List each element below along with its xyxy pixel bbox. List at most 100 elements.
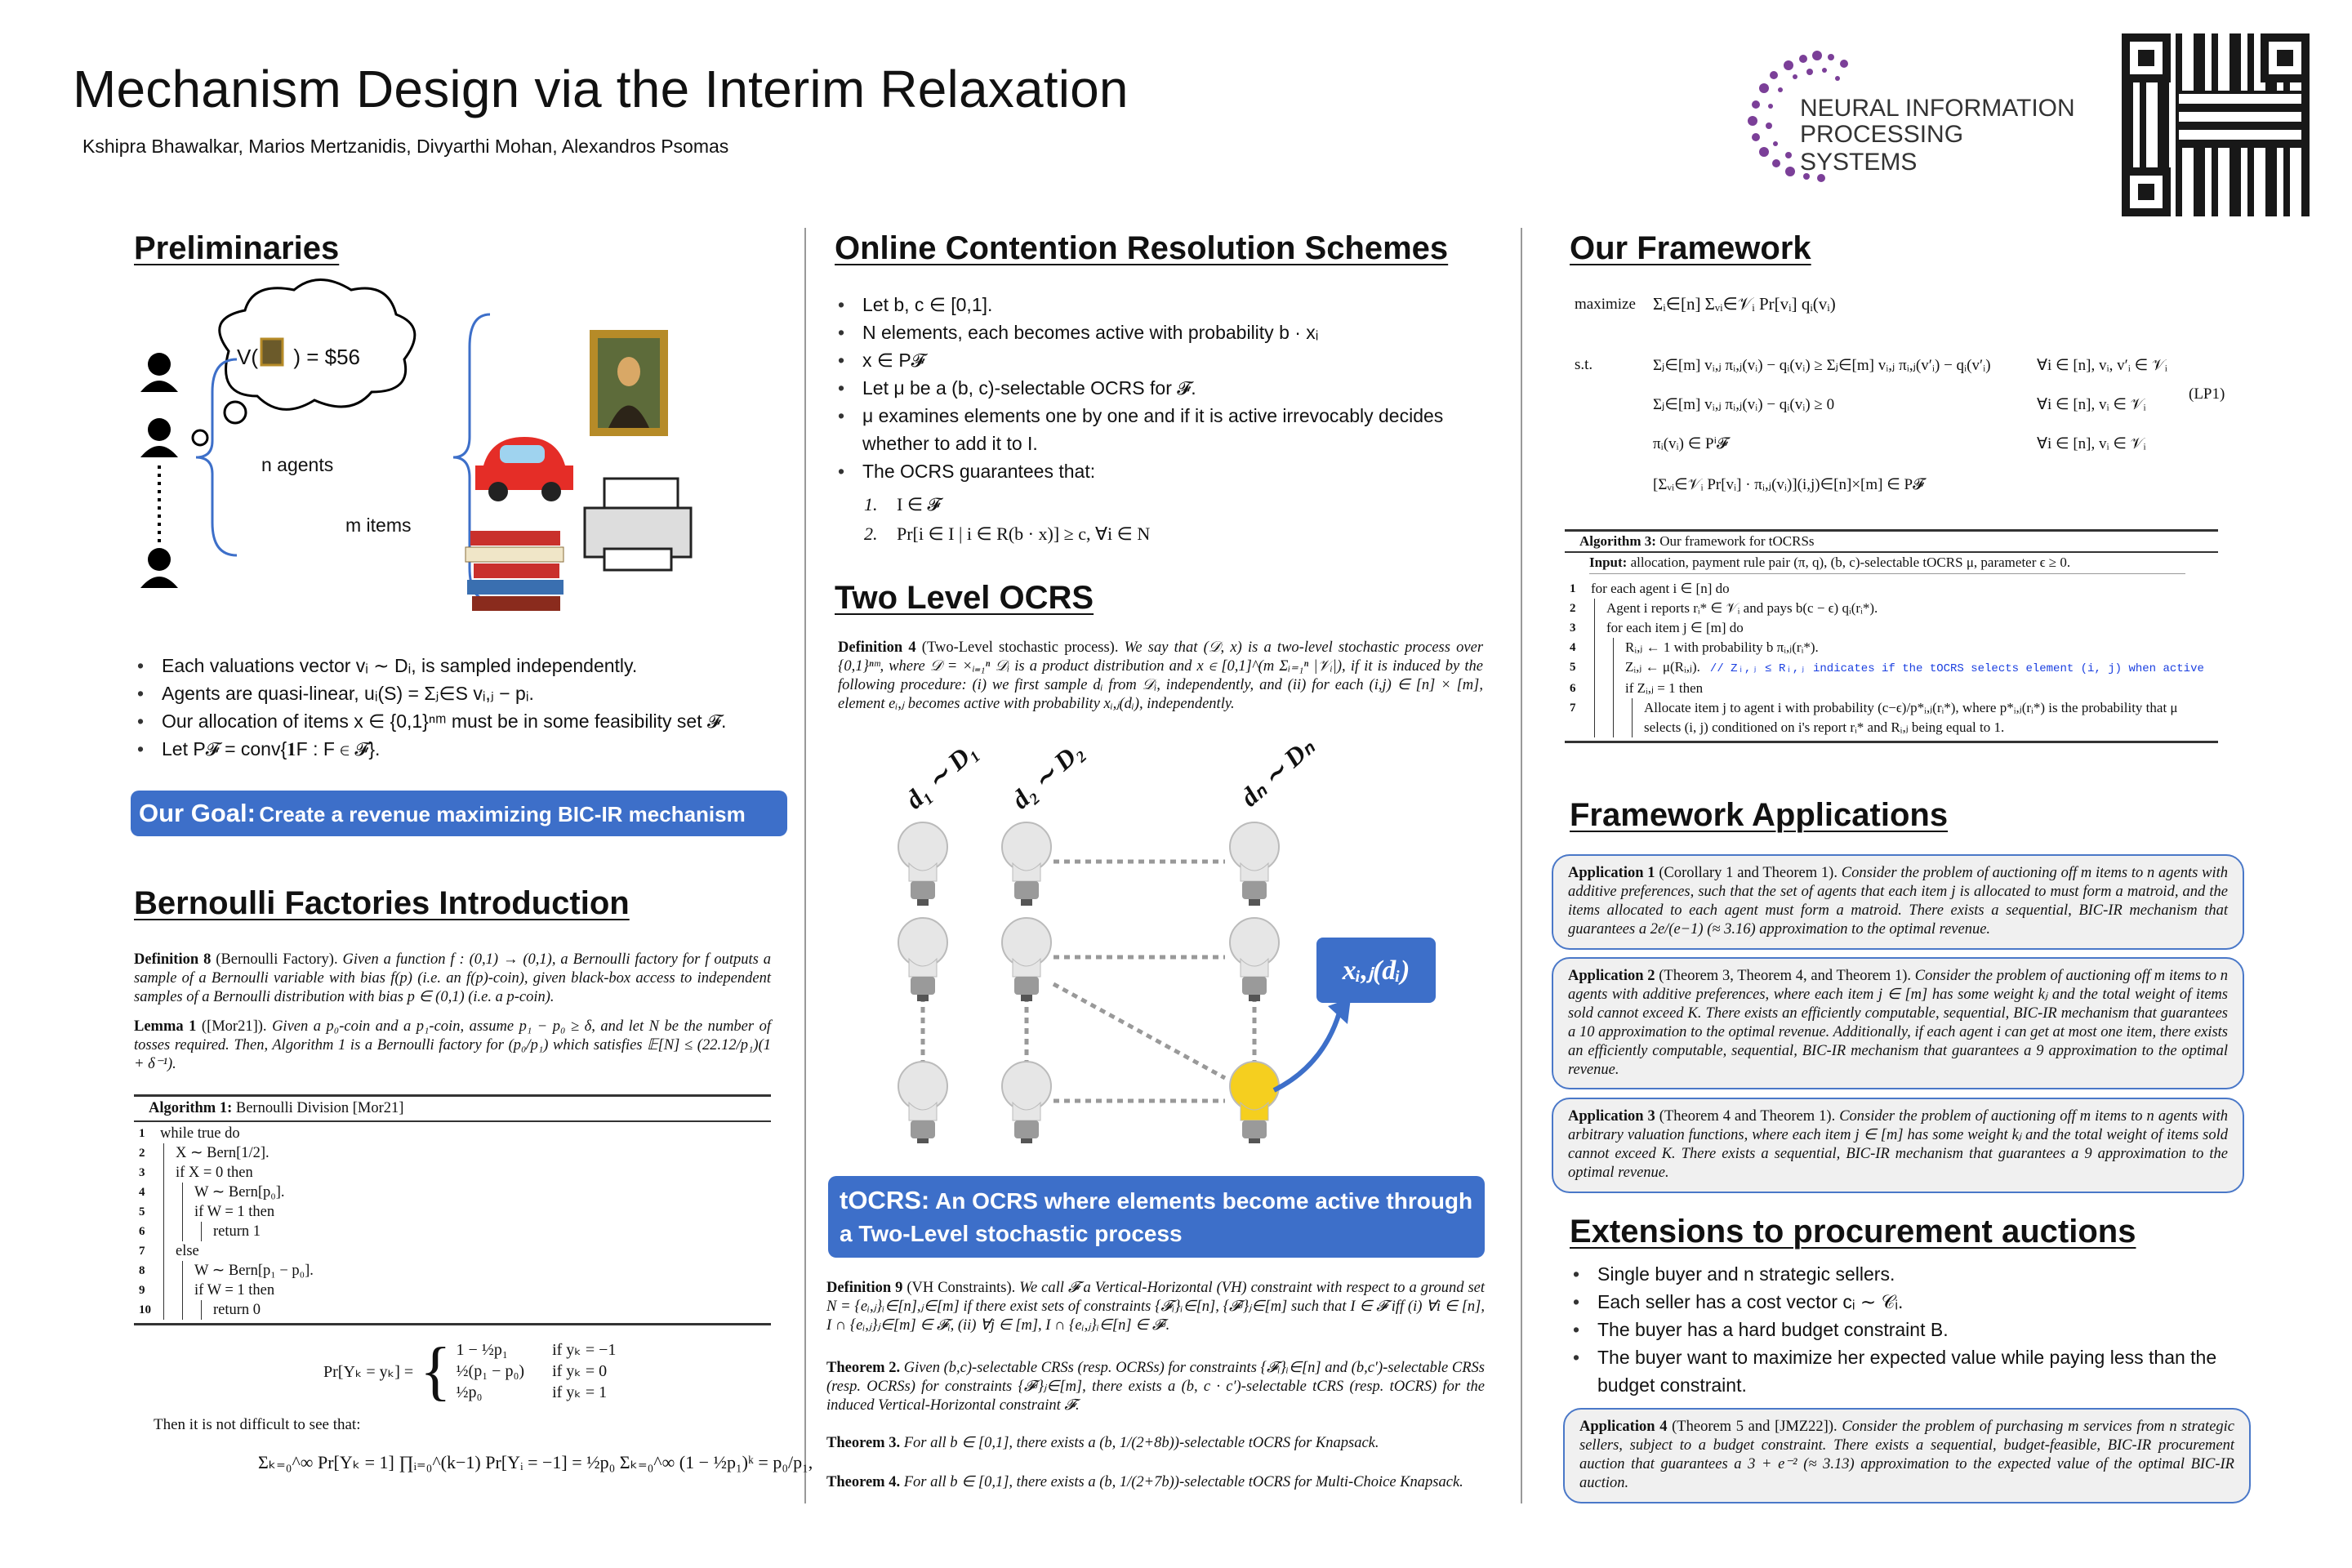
heading-two-level: Two Level OCRS [835, 580, 1094, 616]
def-label: Definition 9 [826, 1280, 903, 1296]
line-text: Rᵢ,ⱼ ← 1 with probability b πᵢ,ⱼ(rᵢ*). [1625, 639, 1819, 655]
algo-line: 1 while true do [134, 1124, 771, 1143]
app-label: Application 1 [1568, 865, 1655, 881]
bullet: Our allocation of items x ∈ {0,1}ⁿᵐ must… [134, 707, 787, 735]
item-number: 1. [864, 494, 878, 514]
bullet: Agents are quasi-linear, uᵢ(S) = Σⱼ∈S vᵢ… [134, 679, 787, 707]
dotted-connector [1052, 982, 1227, 1080]
tocrs-banner: tOCRS: An OCRS where elements become act… [828, 1176, 1485, 1258]
line-text: if W = 1 then [194, 1282, 275, 1298]
line-text: W ∼ Bern[p₁ − p₀]. [194, 1263, 314, 1279]
lightbulb-icon [1001, 822, 1052, 906]
lp-constraint: Σⱼ∈[m] vᵢ,ⱼ πᵢ,ⱼ(vᵢ) − qᵢ(vᵢ) ≥ 0 [1653, 396, 1835, 413]
algo-header: Algorithm 1: Bernoulli Division [Mor21] [134, 1097, 771, 1122]
thm-text: For all b ∈ [0,1], there exists a (b, 1/… [903, 1474, 1463, 1490]
logo-text-1: NEURAL INFORMATION [1800, 95, 2075, 122]
lp-condition: ∀i ∈ [n], vᵢ ∈ 𝒱ᵢ [2037, 435, 2146, 452]
app-refs: (Corollary 1 and Theorem 1). [1659, 865, 1838, 881]
algo-input: Input: allocation, payment rule pair (π,… [1589, 555, 2185, 574]
bullet: Let b, c ∈ [0,1]. [835, 291, 1488, 318]
extensions-bullets: Single buyer and n strategic sellers. Ea… [1570, 1260, 2223, 1399]
def-name: (Two-Level stochastic process). [921, 639, 1119, 656]
theorem-2: Theorem 2. Given (b,c)-selectable CRSs (… [826, 1359, 1485, 1415]
heading-applications: Framework Applications [1570, 797, 1949, 833]
pr-lhs: Pr[Yₖ = yₖ] = [323, 1362, 414, 1381]
guarantee: Pr[i ∈ I | i ∈ R(b · x)] ≥ c, ∀i ∈ N [897, 523, 1151, 544]
algorithm-1: Algorithm 1: Bernoulli Division [Mor21] … [134, 1094, 771, 1325]
neurips-logo: NEURAL INFORMATION PROCESSING SYSTEMS [1731, 41, 2082, 196]
thm-text: Given (b,c)-selectable CRSs (resp. OCRSs… [826, 1360, 1485, 1414]
def-name: (VH Constraints). [906, 1280, 1016, 1296]
lemma-text: Given a p₀-coin and a p₁-coin, assume p₁… [134, 1018, 771, 1072]
app-text: Consider the problem of auctioning off m… [1568, 865, 2229, 938]
case-val: ½(p₁ − p₀) [456, 1362, 525, 1380]
theorem-4: Theorem 4. For all b ∈ [0,1], there exis… [826, 1473, 1485, 1492]
car-icon [475, 437, 573, 501]
app-label: Application 2 [1568, 968, 1655, 984]
application-1: Application 1 (Corollary 1 and Theorem 1… [1552, 854, 2244, 950]
tocrs-text: An OCRS where elements become active thr… [840, 1188, 1473, 1246]
bullet: The buyer has a hard budget constraint B… [1570, 1316, 2223, 1343]
algo-line: 3 for each item j ∈ [m] do [1565, 618, 2218, 638]
app-text: Consider the problem of purchasing m ser… [1579, 1419, 2235, 1491]
def-text: We say that (𝒟, x) is a two-level stocha… [838, 639, 1484, 712]
lightbulb-icon [1229, 822, 1280, 906]
line-text: return 1 [213, 1223, 261, 1240]
line-text: Allocate item j to agent i with probabil… [1644, 700, 2178, 735]
lp-constraint: [Σᵥᵢ∈𝒱ᵢ Pr[vᵢ] · πᵢ,ⱼ(vᵢ)](i,j)∈[n]×[m] … [1653, 476, 1925, 493]
definition-4: Definition 4 (Two-Level stochastic proce… [838, 639, 1483, 714]
line-number: 3 [139, 1166, 145, 1179]
line-text: X ∼ Bern[1/2]. [176, 1145, 270, 1161]
thm-label: Theorem 4. [826, 1474, 901, 1490]
person-icon [140, 418, 178, 457]
thought-valuation: V( ) = $56 [237, 345, 361, 369]
lemma-name: ([Mor21]). [201, 1018, 267, 1035]
line-number: 5 [139, 1205, 145, 1218]
tocrs-label: tOCRS: [840, 1186, 930, 1214]
neurips-swirl-icon [1748, 51, 1848, 182]
column-divider [804, 228, 806, 1503]
line-number: 1 [139, 1127, 145, 1140]
line-number: 4 [139, 1186, 145, 1199]
line-text: W ∼ Bern[p₀]. [194, 1184, 285, 1200]
bullet: Let μ be a (b, c)-selectable OCRS for 𝓕. [835, 374, 1488, 402]
algorithm-3: Algorithm 3: Our framework for tOCRSs In… [1565, 529, 2218, 743]
line-text: if Zᵢ,ⱼ = 1 then [1625, 680, 1704, 696]
lp-tag: (LP1) [2189, 385, 2225, 403]
line-text: while true do [160, 1125, 240, 1142]
algo-comment: // Zᵢ,ⱼ ≤ Rᵢ,ⱼ indicates if the tOCRS se… [1709, 662, 2204, 675]
agents-items-figure: V( ) = $56 n agents m items [131, 278, 702, 621]
line-number: 1 [1570, 582, 1576, 595]
ocrs-bullets: Let b, c ∈ [0,1]. N elements, each becom… [835, 291, 1488, 485]
lightbulb-icon [1001, 917, 1052, 1001]
lp-objective: Σᵢ∈[n] Σᵥᵢ∈𝒱ᵢ Pr[vᵢ] qᵢ(vᵢ) [1653, 294, 1836, 314]
thm-label: Theorem 2. [826, 1360, 901, 1376]
application-2: Application 2 (Theorem 3, Theorem 4, and… [1552, 957, 2244, 1089]
line-text: for each item j ∈ [m] do [1606, 620, 1744, 635]
app-refs: (Theorem 4 and Theorem 1). [1659, 1108, 1836, 1125]
bullet: x ∈ P𝓕 [835, 346, 1488, 374]
goal-banner: Our Goal: Create a revenue maximizing BI… [131, 791, 787, 836]
def-name: (Bernoulli Factory). [216, 951, 338, 968]
qr-code-icon [2122, 33, 2310, 216]
bullet: The OCRS guarantees that: [835, 457, 1488, 485]
then-text: Then it is not difficult to see that: [154, 1416, 361, 1433]
bullet: N elements, each becomes active with pro… [835, 318, 1488, 346]
column-divider [1521, 228, 1522, 1503]
heading-extensions: Extensions to procurement auctions [1570, 1214, 2136, 1250]
bullet: Each seller has a cost vector cᵢ ∼ 𝒞ᵢ. [1570, 1288, 2223, 1316]
line-number: 3 [1570, 621, 1576, 635]
lightbulb-icon [1001, 1061, 1052, 1145]
painting-thumbnail [260, 337, 284, 367]
n-agents-label: n agents [261, 454, 334, 475]
logo-text-2: PROCESSING SYSTEMS [1800, 121, 1964, 176]
lp-condition: ∀i ∈ [n], vᵢ, v′ᵢ ∈ 𝒱ᵢ [2037, 357, 2167, 374]
